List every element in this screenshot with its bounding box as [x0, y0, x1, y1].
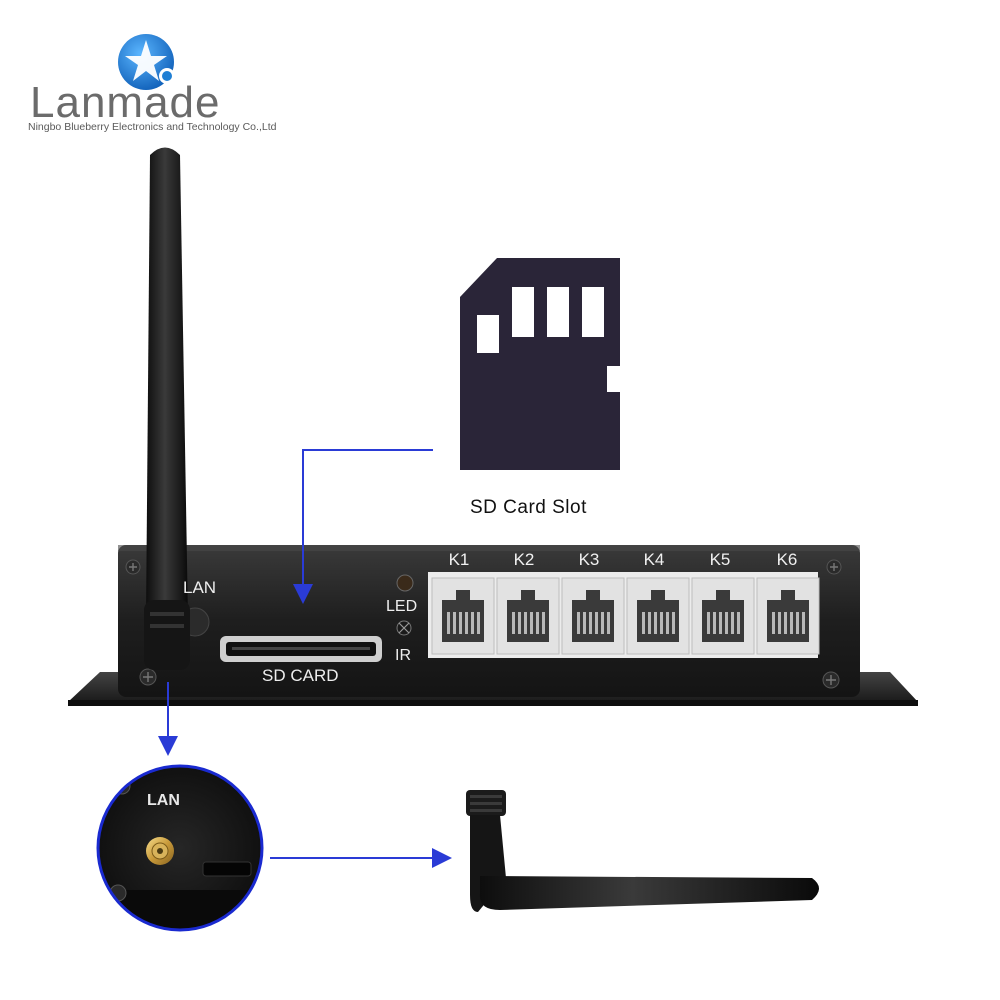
port-label-k1: K1 [448, 550, 470, 569]
detached-antenna [466, 790, 819, 912]
led-indicator [396, 574, 414, 592]
port-label-k5: K5 [709, 550, 731, 569]
antenna [144, 147, 190, 670]
sd-card-icon [460, 258, 620, 470]
screw-icon [125, 559, 842, 689]
rj-port-k4 [626, 577, 690, 655]
lan-connector-inset [96, 764, 264, 932]
port-label-k2: K2 [513, 550, 535, 569]
port-label-k6: K6 [776, 550, 798, 569]
company-name: Ningbo Blueberry Electronics and Technol… [28, 121, 277, 133]
rj-port-k2 [496, 577, 560, 655]
port-label-k4: K4 [643, 550, 665, 569]
sd-slot-label: SD CARD [262, 666, 339, 685]
rj-port-k6 [756, 577, 820, 655]
logo-star-icon [118, 34, 175, 90]
sma-connector-icon [146, 837, 174, 865]
rj-port-k5 [691, 577, 755, 655]
rj-port-k1 [431, 577, 495, 655]
port-label-k3: K3 [578, 550, 600, 569]
ir-label: IR [395, 647, 411, 664]
callout-line-sd [293, 449, 433, 604]
sd-card-caption: SD Card Slot [470, 497, 587, 518]
lan-label: LAN [183, 578, 217, 597]
sd-card-slot [220, 636, 382, 662]
ir-receiver [396, 620, 412, 636]
inset-lan-label: LAN [147, 792, 180, 809]
rj-port-k3 [561, 577, 625, 655]
logo-wordmark: Lanmade [30, 78, 221, 127]
led-label: LED [386, 598, 418, 615]
